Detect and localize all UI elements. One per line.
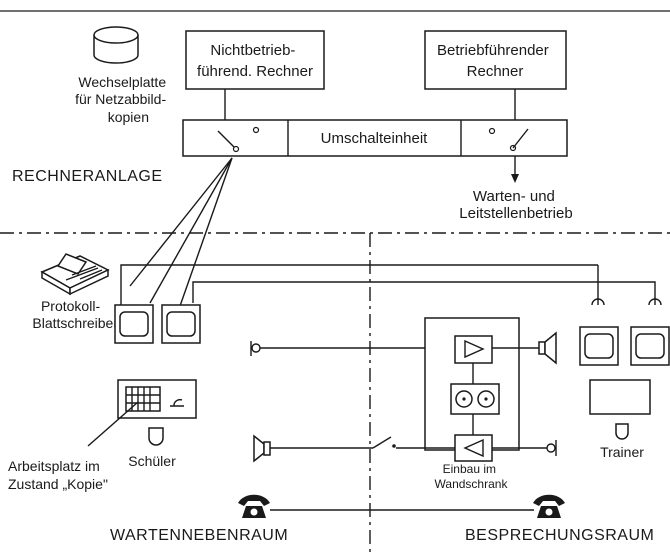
microphone-icon-right bbox=[546, 440, 557, 456]
telephone-icon-right bbox=[533, 494, 565, 518]
output-arrow-head bbox=[511, 174, 519, 183]
switch-unit-label: Umschalteinheit bbox=[321, 130, 429, 147]
student-console-icon bbox=[117, 379, 197, 419]
student-chair-icon bbox=[148, 427, 164, 446]
telephone-icon-left bbox=[238, 494, 270, 518]
meeting-room-area-label: BESPRECHUNGSRAUM bbox=[465, 527, 654, 544]
student-workstation-label: Arbeitsplatz im Zustand „Kopie" bbox=[8, 458, 108, 492]
operating-computer-box bbox=[424, 30, 567, 90]
left-switch-symbol bbox=[217, 126, 260, 153]
cabinet-label: Einbau im Wandschrank bbox=[435, 462, 509, 491]
removable-disk-icon bbox=[93, 26, 139, 64]
operating-computer-label: Betriebführender Rechner bbox=[437, 42, 553, 80]
student-monitor-right bbox=[161, 304, 201, 344]
disk-label: Wechselplatte für Netzabbild- kopien bbox=[75, 74, 170, 125]
control-room-output-label: Warten- und Leitstellenbetrieb bbox=[459, 188, 572, 222]
trainer-chair-icon bbox=[615, 423, 629, 440]
tape-recorder-icon bbox=[450, 383, 500, 415]
switch-unit-box bbox=[182, 119, 568, 157]
workstation-pointer bbox=[87, 401, 139, 447]
trainer-headset-left bbox=[591, 298, 605, 306]
line-student-trainer-lower bbox=[192, 281, 656, 305]
student-monitor-left bbox=[114, 304, 154, 344]
computer-system-area-label: RECHNERANLAGE bbox=[12, 168, 163, 185]
printer-label: Protokoll- Blattschreiber bbox=[32, 298, 118, 331]
printer-icon bbox=[40, 253, 110, 296]
trainer-headset-right bbox=[648, 298, 662, 306]
right-switch-symbol bbox=[488, 127, 529, 152]
link-switch-to-monitor-b bbox=[179, 157, 233, 307]
link-switch-to-monitor-a bbox=[149, 157, 233, 304]
trainer-label: Trainer bbox=[600, 444, 644, 460]
audio-switch-symbol bbox=[372, 436, 396, 449]
trainer-monitor-left bbox=[579, 326, 619, 366]
speaker-icon-right bbox=[538, 331, 557, 365]
non-operating-computer-label: Nichtbetrieb- führend. Rechner bbox=[197, 42, 313, 80]
trainer-console bbox=[589, 379, 651, 415]
side-room-area-label: WARTENNEBENRAUM bbox=[110, 527, 288, 544]
amp-right-triangle bbox=[464, 339, 485, 359]
non-operating-computer-box bbox=[185, 30, 325, 90]
speaker-icon-left bbox=[253, 434, 271, 463]
trainer-monitor-right bbox=[630, 326, 670, 366]
microphone-icon bbox=[250, 341, 261, 356]
student-label: Schüler bbox=[128, 453, 176, 469]
amp-left-triangle bbox=[463, 438, 484, 458]
